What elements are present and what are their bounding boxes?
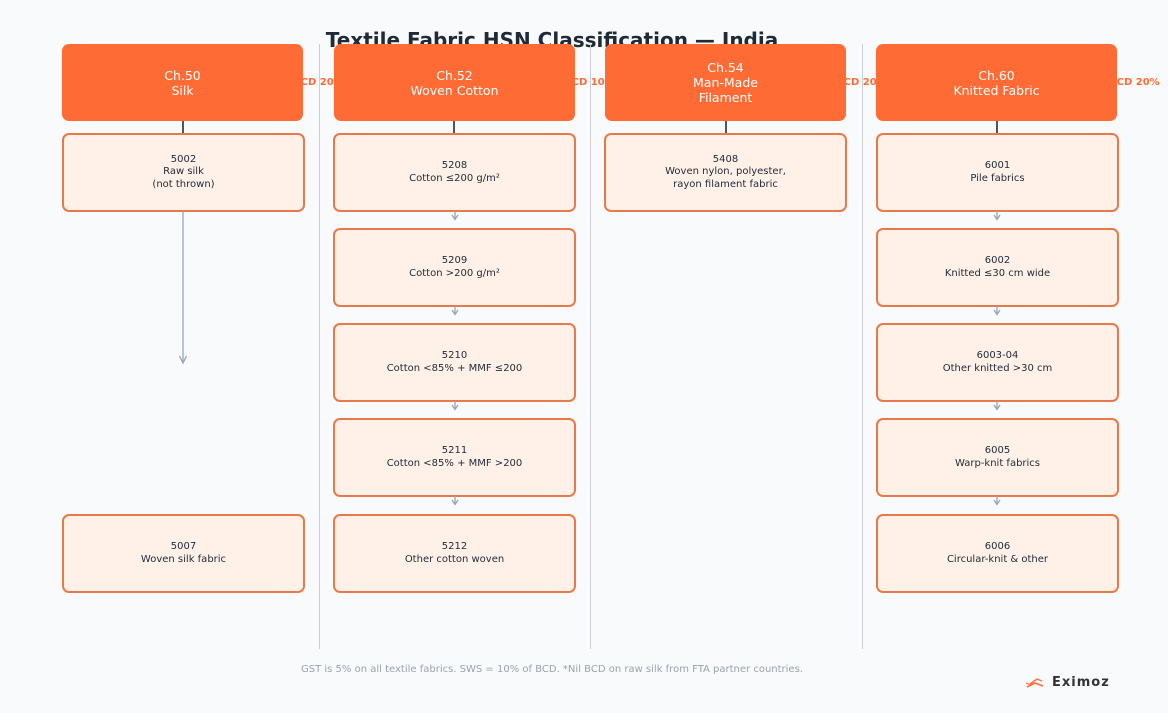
chapter-number: Ch.52 (436, 67, 473, 83)
hsn-description: Raw silk (163, 166, 204, 178)
chapter-name: Man-Made (693, 75, 758, 90)
flow-arrow (993, 496, 1001, 506)
hsn-code: 5408 (712, 153, 739, 165)
hsn-description: Woven silk fabric (140, 553, 227, 565)
chapter-header-knitted: Ch.60 Knitted Fabric (876, 44, 1117, 121)
hsn-code-box: 5212 Other cotton woven (333, 514, 576, 593)
bcd-rate-label: BCD 20% (836, 77, 887, 88)
flow-arrow (993, 211, 1001, 221)
hsn-description: Cotton <85% + MMF >200 (386, 457, 523, 469)
hsn-code: 5007 (170, 541, 197, 552)
hsn-code-box: 5408 Woven nylon, polyester, rayon filam… (604, 133, 847, 212)
brand-logo: Eximoz (1025, 674, 1110, 690)
flow-arrow (451, 306, 459, 316)
hsn-description: Other knitted >30 cm (942, 362, 1053, 374)
hsn-code-box: 6003-04 Other knitted >30 cm (876, 323, 1119, 402)
hsn-code-box: 5209 Cotton >200 g/m² (333, 228, 576, 307)
flow-arrow (178, 211, 188, 365)
chapter-header-man-made: Ch.54 Man-Made Filament (605, 44, 846, 121)
hsn-code: 6003-04 (976, 350, 1019, 361)
hsn-description: Woven nylon, polyester, (665, 166, 786, 178)
logo-text: Eximoz (1052, 674, 1110, 690)
connector-line (453, 121, 455, 133)
hsn-description: Pile fabrics (970, 172, 1025, 184)
connector-line (725, 121, 727, 133)
chapter-name: Silk (171, 82, 194, 98)
column-divider (862, 44, 863, 649)
hsn-code: 5208 (441, 160, 468, 171)
hsn-code: 5212 (441, 541, 468, 552)
hsn-code-box: 6001 Pile fabrics (876, 133, 1119, 212)
hsn-code: 5002 (170, 153, 197, 165)
chapter-header-cotton: Ch.52 Woven Cotton (334, 44, 575, 121)
hsn-code-box: 5211 Cotton <85% + MMF >200 (333, 418, 576, 497)
hsn-description: Cotton <85% + MMF ≤200 (386, 362, 523, 374)
hsn-code-box: 5002 Raw silk (not thrown) (62, 133, 305, 212)
hsn-code-box: 6005 Warp-knit fabrics (876, 418, 1119, 497)
bcd-rate-label: BCD 20% (1109, 77, 1160, 88)
hsn-description: Knitted ≤30 cm wide (944, 267, 1051, 279)
hsn-description: Warp-knit fabrics (954, 457, 1041, 469)
footer-note: GST is 5% on all textile fabrics. SWS = … (301, 664, 803, 675)
hsn-code: 5211 (441, 445, 468, 456)
chapter-header-silk: Ch.50 Silk (62, 44, 303, 121)
chapter-name: Knitted Fabric (953, 82, 1040, 98)
chapter-number: Ch.60 (978, 67, 1015, 83)
chapter-number: Ch.50 (164, 67, 201, 83)
hsn-code-box: 6006 Circular-knit & other (876, 514, 1119, 593)
hsn-code-box: 6002 Knitted ≤30 cm wide (876, 228, 1119, 307)
hsn-code: 6006 (984, 541, 1011, 552)
hsn-code: 6001 (984, 160, 1011, 171)
hsn-description: (not thrown) (152, 178, 215, 190)
bcd-rate-label: BCD 20% (293, 77, 344, 88)
hsn-code: 5209 (441, 255, 468, 266)
flow-arrow (451, 401, 459, 411)
column-divider (319, 44, 320, 649)
hsn-code-box: 5208 Cotton ≤200 g/m² (333, 133, 576, 212)
hsn-description: Cotton >200 g/m² (409, 267, 500, 279)
chapter-name: Woven Cotton (410, 82, 499, 98)
hsn-description: Circular-knit & other (946, 553, 1049, 565)
hsn-code: 5210 (441, 350, 468, 361)
flow-arrow (993, 306, 1001, 316)
eximoz-logo-icon (1025, 678, 1044, 688)
flow-arrow (451, 496, 459, 506)
hsn-code: 6002 (984, 255, 1011, 266)
flow-arrow (993, 401, 1001, 411)
column-divider (590, 44, 591, 649)
flow-arrow (451, 211, 459, 221)
connector-line (182, 121, 184, 133)
chapter-name: Filament (698, 90, 753, 105)
hsn-description: Other cotton woven (404, 553, 505, 565)
hsn-description: rayon filament fabric (673, 178, 778, 190)
chapter-number: Ch.54 (707, 60, 744, 75)
connector-line (996, 121, 998, 133)
hsn-code: 6005 (984, 445, 1011, 456)
hsn-code-box: 5007 Woven silk fabric (62, 514, 305, 593)
hsn-code-box: 5210 Cotton <85% + MMF ≤200 (333, 323, 576, 402)
bcd-rate-label: BCD 10% (564, 77, 615, 88)
hsn-description: Cotton ≤200 g/m² (409, 172, 500, 184)
